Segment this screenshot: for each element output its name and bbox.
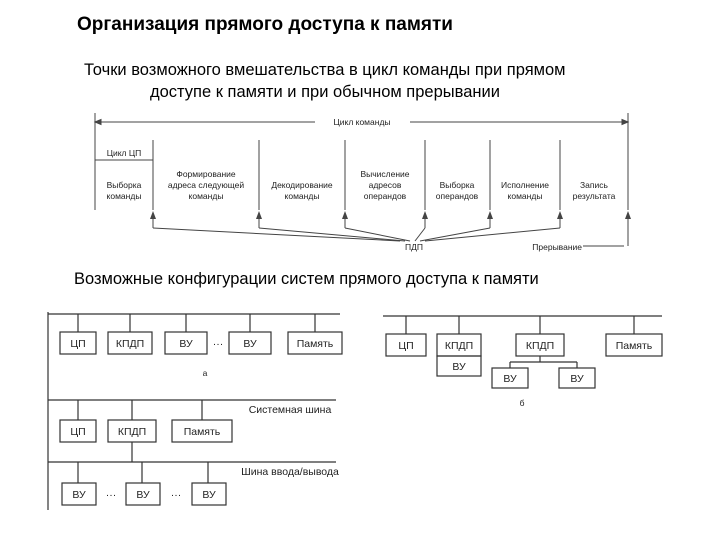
cpu-cycle-label: Цикл ЦП (107, 148, 142, 158)
page-title: Организация прямого доступа к памяти (77, 14, 453, 35)
interrupt-label: Прерывание (532, 242, 582, 252)
stage-text: операндов (436, 191, 479, 201)
dots: ··· (106, 489, 117, 501)
stage-text: Запись (580, 180, 608, 190)
stage-text: Вычисление (360, 169, 409, 179)
box-memory: Память (297, 338, 334, 350)
subtitle: Точки возможного вмешательства в цикл ко… (84, 59, 684, 103)
stage-text: команды (107, 191, 142, 201)
stage-text: адреса следующей (168, 180, 244, 190)
box-cpu: ЦП (70, 338, 85, 350)
box-device: ВУ (503, 373, 517, 385)
stage-text: Выборка (440, 180, 475, 190)
box-device: ВУ (136, 489, 150, 501)
dma-label: ПДП (405, 242, 423, 252)
system-bus-label: Системная шина (249, 404, 332, 416)
stage-text: команды (285, 191, 320, 201)
box-cpu: ЦП (70, 426, 85, 438)
box-device: ВУ (452, 361, 466, 373)
box-cpu: ЦП (398, 340, 413, 352)
stage-write-result: Запись результата (573, 180, 616, 201)
stage-text: адресов (369, 180, 402, 190)
stage-text: Исполнение (501, 180, 549, 190)
stage-text: операндов (364, 191, 407, 201)
dots: ··· (171, 489, 182, 501)
box-dmac: КПДП (116, 338, 144, 350)
box-device: ВУ (202, 489, 216, 501)
subtitle-line-1: Точки возможного вмешательства в цикл ко… (84, 61, 566, 79)
dots: ··· (213, 338, 224, 350)
stage-execute: Исполнение команды (501, 180, 549, 201)
stage-decode: Декодирование команды (271, 180, 333, 201)
box-memory: Память (184, 426, 221, 438)
config-b-label: б (520, 398, 525, 408)
box-device: ВУ (72, 489, 86, 501)
stage-next-address: Формирование адреса следующей команды (168, 169, 244, 201)
config-a-label: а (203, 368, 208, 378)
section-heading: Возможные конфигурации систем прямого до… (74, 270, 539, 288)
box-device: ВУ (570, 373, 584, 385)
stage-text: Декодирование (271, 180, 333, 190)
stage-text: Формирование (176, 169, 236, 179)
stage-text: команды (508, 191, 543, 201)
io-bus-label: Шина ввода/вывода (241, 466, 339, 478)
box-memory: Память (616, 340, 653, 352)
stage-fetch-command: Выборка команды (107, 180, 142, 201)
box-device: ВУ (243, 338, 257, 350)
cycle-label: Цикл команды (333, 117, 390, 127)
box-device: ВУ (179, 338, 193, 350)
stage-text: Выборка (107, 180, 142, 190)
box-dmac: КПДП (526, 340, 554, 352)
stage-text: результата (573, 191, 616, 201)
stage-text: команды (189, 191, 224, 201)
stage-fetch-operands: Выборка операндов (436, 180, 479, 201)
box-dmac: КПДП (118, 426, 146, 438)
subtitle-line-2: доступе к памяти и при обычном прерывани… (150, 83, 500, 101)
stage-operand-address: Вычисление адресов операндов (360, 169, 409, 201)
box-dmac: КПДП (445, 340, 473, 352)
